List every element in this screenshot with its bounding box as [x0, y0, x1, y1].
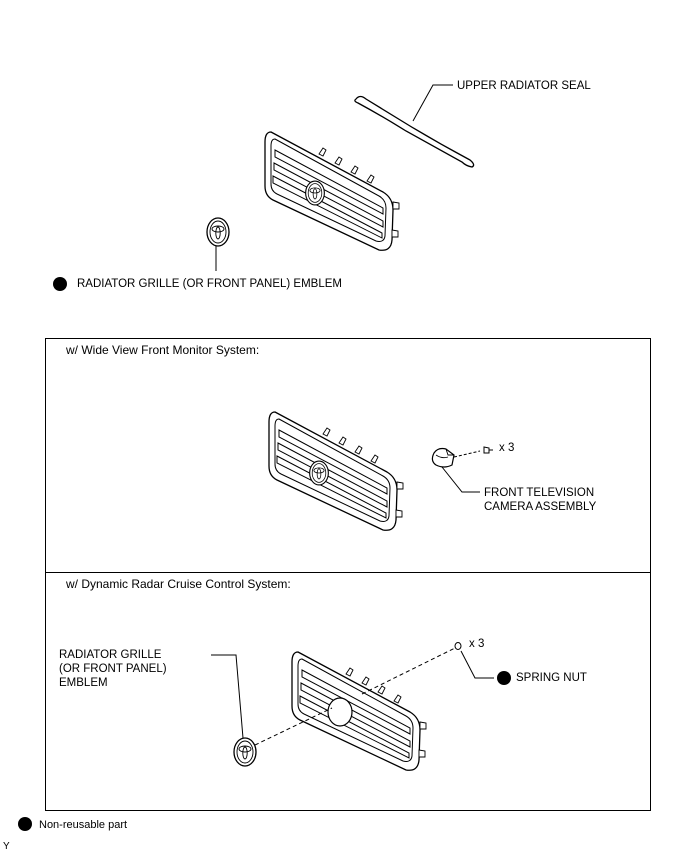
- spring-nut-part: [454, 642, 462, 650]
- spring-nut-bullet: [497, 671, 511, 685]
- spring-nut-leader: [460, 650, 494, 679]
- top-emblem: [206, 217, 230, 247]
- seal-leader: [412, 84, 453, 122]
- radar-grille: [291, 651, 427, 771]
- spring-nut-qty-label: x 3: [469, 638, 485, 650]
- panel-radar-title: w/ Dynamic Radar Cruise Control System:: [66, 577, 291, 591]
- upper-radiator-seal: [354, 95, 475, 168]
- radar-emblem-label-line3: EMBLEM: [59, 677, 108, 689]
- upper-radiator-seal-label: UPPER RADIATOR SEAL: [457, 80, 591, 92]
- camera-label-line2: CAMERA ASSEMBLY: [484, 501, 597, 513]
- spring-nut-dash-line: [361, 647, 456, 695]
- corner-mark: Y: [3, 841, 10, 852]
- legend-bullet: [18, 817, 32, 831]
- radar-emblem-leader: [211, 654, 244, 739]
- legend-non-reusable: Non-reusable part: [39, 819, 128, 831]
- panel-dynamic-radar: [45, 572, 651, 811]
- panel-wide-view-monitor: [45, 338, 651, 573]
- emblem-dash-line: [254, 707, 333, 746]
- top-grille: [264, 131, 400, 251]
- camera-screw: [483, 446, 493, 454]
- radar-emblem-label-line2: (OR FRONT PANEL): [59, 663, 167, 675]
- non-reusable-bullet: [53, 277, 67, 291]
- spring-nut-label: SPRING NUT: [516, 672, 587, 684]
- camera-leader: [441, 466, 480, 493]
- camera-label-line1: FRONT TELEVISION: [484, 487, 595, 499]
- front-camera: [431, 447, 455, 468]
- emblem-label: RADIATOR GRILLE (OR FRONT PANEL) EMBLEM: [77, 278, 342, 290]
- panel-monitor-title: w/ Wide View Front Monitor System:: [66, 343, 260, 357]
- camera-qty-label: x 3: [499, 442, 515, 454]
- radar-emblem-label-line1: RADIATOR GRILLE: [59, 649, 162, 661]
